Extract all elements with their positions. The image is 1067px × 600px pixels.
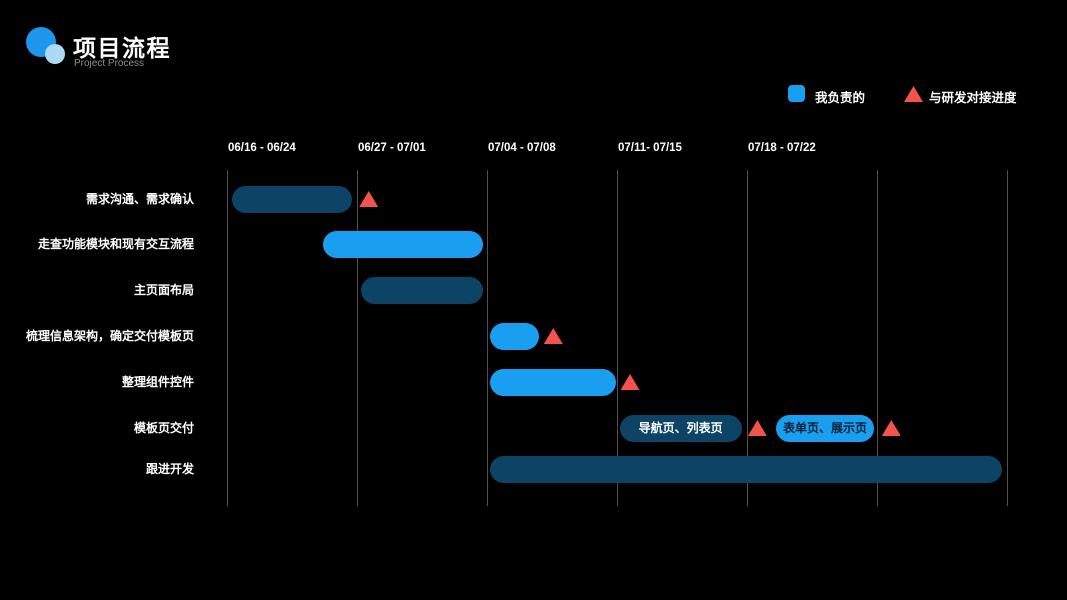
- page-subtitle: Project Process: [74, 58, 145, 69]
- column-header: 07/18 - 07/22: [748, 142, 816, 154]
- gantt-bar: [323, 230, 484, 258]
- column-header: 07/04 - 07/08: [488, 142, 556, 154]
- gantt-bar: [489, 368, 616, 396]
- gridline: [877, 170, 878, 506]
- column-header: 06/16 - 06/24: [228, 142, 296, 154]
- progress-triangle-icon: [620, 374, 640, 390]
- progress-triangle-icon: [747, 420, 767, 436]
- progress-triangle-icon: [543, 328, 563, 344]
- legend-blue-square-icon: [788, 85, 805, 102]
- gridline: [487, 170, 488, 506]
- row-label: 梳理信息架构，确定交付模板页: [25, 329, 194, 343]
- page-title: 项目流程: [73, 35, 171, 61]
- row-label: 主页面布局: [133, 283, 194, 297]
- legend-label-mine: 我负责的: [815, 91, 866, 105]
- gridline: [1007, 170, 1008, 506]
- row-label: 模板页交付: [133, 421, 194, 435]
- gantt-bar: [232, 185, 352, 213]
- gridline: [357, 170, 358, 506]
- column-header: 07/11- 07/15: [618, 142, 682, 154]
- gantt-bar: [489, 322, 539, 350]
- row-label: 跟进开发: [145, 462, 194, 476]
- progress-triangle-icon: [359, 191, 379, 207]
- gantt-bar: 导航页、列表页: [619, 414, 742, 442]
- column-header: 06/27 - 07/01: [358, 142, 426, 154]
- row-label: 走查功能模块和现有交互流程: [37, 237, 194, 251]
- gridline: [227, 170, 228, 506]
- gridline: [747, 170, 748, 506]
- gantt-bar: [489, 455, 1002, 483]
- legend-label-rd-progress: 与研发对接进度: [929, 91, 1017, 105]
- progress-triangle-icon: [881, 420, 901, 436]
- gantt-bar: 表单页、展示页: [775, 414, 875, 442]
- logo-circle-small-icon: [45, 44, 65, 64]
- row-label: 整理组件控件: [121, 375, 194, 389]
- legend-red-triangle-icon: [904, 86, 923, 102]
- gridline: [617, 170, 618, 506]
- gantt-bar: [360, 276, 484, 304]
- row-label: 需求沟通、需求确认: [85, 192, 194, 206]
